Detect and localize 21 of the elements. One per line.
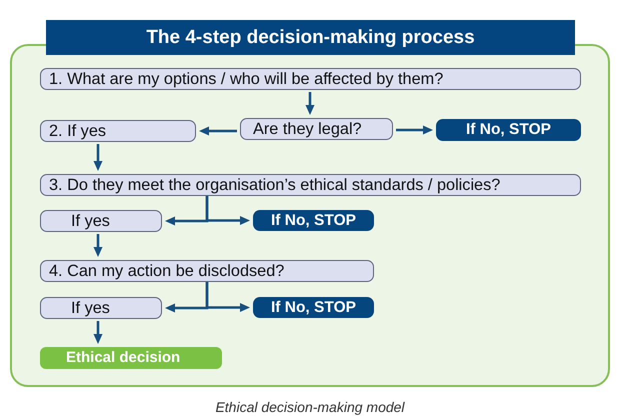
- yes-box: If yes: [40, 297, 162, 319]
- step-box: 3. Do they meet the organisation’s ethical standards / policies?: [40, 174, 581, 196]
- arrow: [199, 126, 237, 136]
- step-box: 2. If yes: [40, 120, 196, 142]
- arrow: [206, 196, 250, 225]
- arrow: [206, 282, 250, 312]
- arrow: [94, 144, 102, 171]
- yes-box: If yes: [40, 210, 162, 232]
- stop-box: If No, STOP: [436, 119, 581, 141]
- stop-box: If No, STOP: [253, 210, 374, 231]
- question-box: Are they legal?: [240, 118, 393, 140]
- arrow: [94, 234, 102, 257]
- stop-box: If No, STOP: [253, 297, 374, 318]
- step-box: 1. What are my options / who will be affected by them?: [40, 68, 581, 90]
- outcome-box: Ethical decision: [40, 347, 222, 369]
- arrow: [94, 321, 102, 344]
- arrow: [396, 126, 433, 134]
- title-banner: The 4-step decision-making process: [46, 20, 575, 55]
- caption: Ethical decision-making model: [214, 398, 406, 416]
- arrow: [306, 92, 314, 115]
- step-box: 4. Can my action be disclodsed?: [40, 260, 374, 282]
